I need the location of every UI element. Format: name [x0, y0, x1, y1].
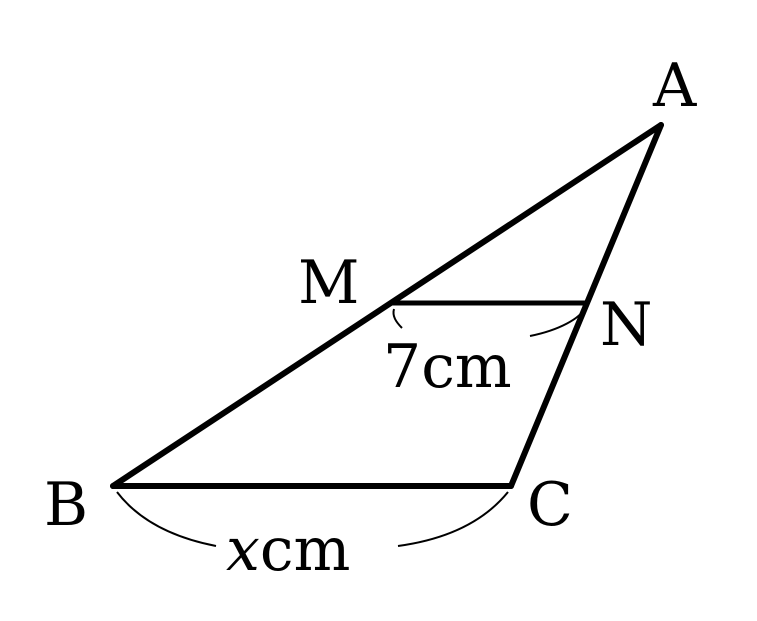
mn-length-label: 7cm: [383, 332, 512, 402]
bc-length-arc-right: [397, 491, 509, 547]
mn-length-arc: [392, 308, 403, 329]
vertex-label-c: C: [527, 470, 573, 540]
mn-length-value: 7: [383, 332, 421, 402]
mn-length-unit: cm: [421, 332, 512, 402]
point-label-m: M: [298, 248, 359, 318]
bc-length-unit: cm: [260, 515, 351, 585]
mn-length-arc-right: [529, 308, 585, 337]
vertex-label-b: B: [44, 470, 88, 540]
bc-length-label: xcm: [226, 515, 350, 585]
vertex-label-a: A: [652, 51, 697, 121]
point-label-n: N: [600, 290, 653, 360]
bc-length-arc-left: [116, 491, 217, 547]
side-ab: [110, 122, 664, 489]
bc-length-variable: x: [226, 515, 260, 585]
